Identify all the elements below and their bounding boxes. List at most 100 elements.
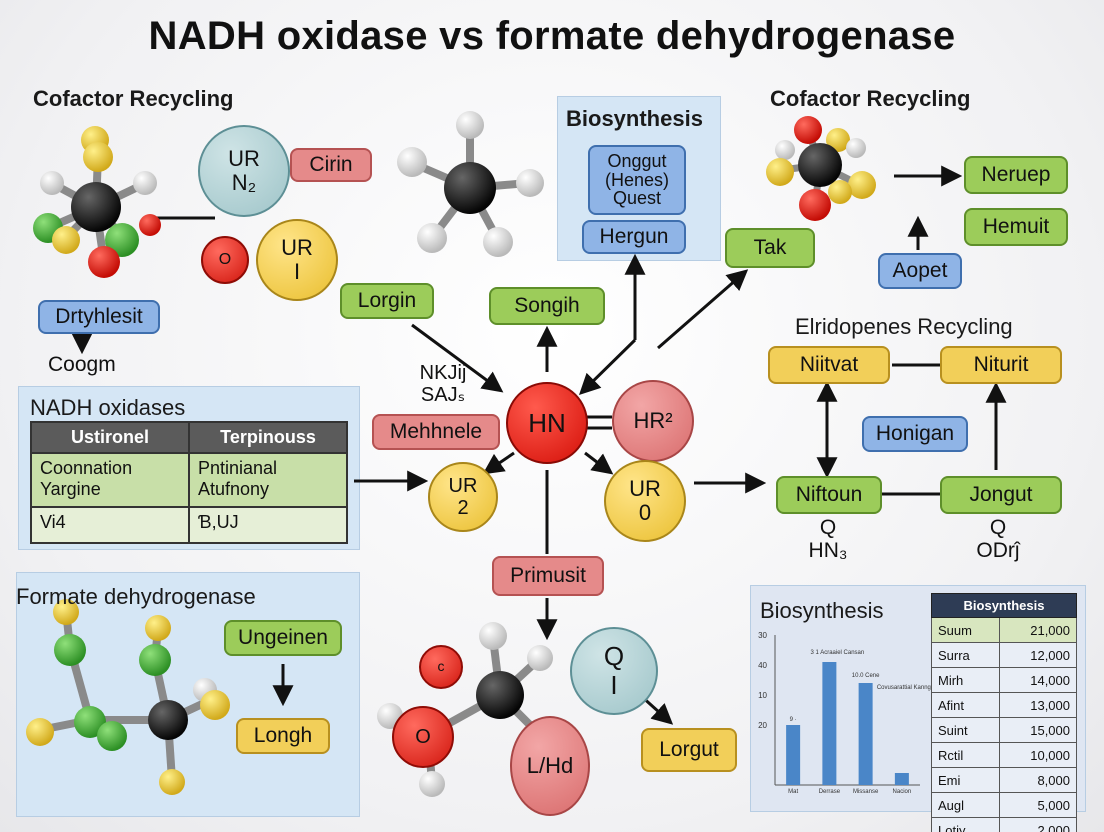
table-cell-label: Augl — [930, 792, 1001, 818]
table-cell-label: Surra — [930, 642, 1001, 668]
node-text: Q — [603, 641, 625, 672]
methane-molecule — [397, 111, 544, 257]
table-cell: Coonnation Yargine — [30, 452, 190, 508]
label-coogm: Coogm — [48, 353, 116, 376]
table-cell-label: Afint — [930, 692, 1001, 718]
label-line: Q — [989, 516, 1007, 539]
chart-y-tick-label: 20 — [758, 721, 767, 730]
table-header-row: Ustironel Terpinouss — [30, 421, 348, 454]
table-row: Vi4 Ɓ,UJ — [30, 506, 348, 544]
label-nkji: NKJĳ SAJₛ — [408, 362, 478, 406]
table-cell-value: 14,000 — [999, 667, 1077, 693]
nadh-oxidases-table: Ustironel Terpinouss Coonnation Yargine … — [30, 421, 348, 544]
label-primusit: Primusit — [492, 556, 604, 596]
table-row: Coonnation Yargine Pntinianal Atufnony — [30, 452, 348, 508]
label-cirin: Cirin — [290, 148, 372, 182]
node-text: 2 — [457, 497, 469, 519]
chart-y-tick-label: 40 — [758, 661, 767, 670]
node-q-i: Q I — [570, 627, 658, 715]
table-cell-value: 15,000 — [999, 717, 1077, 743]
label-niitvat: Niitvat — [768, 346, 890, 384]
node-text: N₂ — [231, 170, 257, 195]
node-o-bottom: O — [392, 706, 454, 768]
label-line: HN₃ — [808, 539, 848, 563]
table-cell: Ɓ,UJ — [188, 506, 348, 544]
heading-cofactor-right: Cofactor Recycling — [770, 86, 971, 111]
table-cell-label: Emi — [930, 767, 1001, 793]
node-text: UR — [281, 234, 313, 260]
label-jongut: Jongut — [940, 476, 1062, 514]
table-cell-value: 8,000 — [999, 767, 1077, 793]
arrow — [482, 451, 515, 475]
label-dryhlesit: Drtyhlesit — [38, 300, 160, 334]
chart-annotation: 3 1 Acraaiel Cansan — [811, 650, 865, 656]
node-text: I — [293, 259, 301, 284]
cofactor-molecule-right — [766, 116, 876, 221]
chart-x-tick-label: Derrase — [819, 789, 841, 795]
label-onggut: Onggut (Henes) Quest — [588, 145, 686, 215]
node-text: c — [437, 658, 445, 675]
node-text: O — [415, 726, 431, 748]
cofactor-molecule-left — [33, 126, 161, 278]
node-ur-0: UR 0 — [604, 460, 686, 542]
chart-annotation: Covusarattial Kanng — [877, 685, 931, 691]
node-hr2: HR² — [612, 380, 694, 462]
table-cell: Vi4 — [30, 506, 190, 544]
arrow — [657, 269, 749, 350]
table-cell-label: Mirh — [930, 667, 1001, 693]
chart-y-tick-label: 10 — [758, 691, 767, 700]
chart-y-tick-label: 30 — [758, 631, 767, 640]
label-tak: Tak — [725, 228, 815, 268]
node-o: O — [201, 236, 249, 284]
label-line: SAJₛ — [420, 384, 466, 406]
table-cell-value: 2,000 — [999, 817, 1077, 832]
label-line: Q — [819, 516, 837, 539]
node-text: UR — [228, 145, 260, 171]
heading-cofactor-left: Cofactor Recycling — [33, 86, 234, 111]
label-hergun: Hergun — [582, 220, 686, 254]
label-mehhnele: Mehhnele — [372, 414, 500, 450]
table-header-row: Biosynthesis — [931, 593, 1077, 618]
heading-elridopenes: Elridopenes Recycling — [795, 314, 1013, 339]
label-line: NKJĳ — [419, 362, 467, 384]
node-text: UR — [448, 475, 478, 497]
node-lhd: L/Hd — [510, 716, 590, 816]
label-songih: Songih — [489, 287, 605, 325]
table-cell-value: 13,000 — [999, 692, 1077, 718]
node-text: 0 — [638, 500, 652, 525]
heading-formate: Formate dehydrogenase — [16, 584, 256, 609]
formate-molecule — [26, 599, 230, 795]
table-cell-label: Lotiy — [930, 817, 1001, 832]
node-text: HR² — [633, 407, 673, 433]
table-cell-label: Suint — [930, 717, 1001, 743]
label-longh: Longh — [236, 718, 330, 754]
table-header: Ustironel — [30, 421, 190, 454]
label-line: Onggut — [607, 150, 667, 171]
node-text: L/Hd — [526, 752, 574, 778]
heading-biosynthesis: Biosynthesis — [566, 106, 703, 131]
node-c: c — [419, 645, 463, 689]
node-text: I — [610, 670, 618, 700]
arrow — [411, 323, 504, 393]
arrow — [584, 451, 614, 475]
node-text: O — [218, 251, 232, 269]
table-header: Terpinouss — [188, 421, 348, 454]
table-cell-label: Suum — [930, 617, 1001, 643]
label-line: ODrĵ — [976, 539, 1020, 563]
label-lorgut: Lorgut — [641, 728, 737, 772]
label-ungeinen: Ungeinen — [224, 620, 342, 656]
chart-bar — [858, 683, 873, 785]
chart-x-tick-label: Mat — [788, 789, 798, 795]
heading-biosynthesis-chart: Biosynthesis — [760, 598, 884, 623]
chart-x-tick-label: Missanse — [853, 789, 879, 795]
heading-nadh-oxidases: NADH oxidases — [30, 395, 186, 420]
label-niturit: Niturit — [940, 346, 1062, 384]
